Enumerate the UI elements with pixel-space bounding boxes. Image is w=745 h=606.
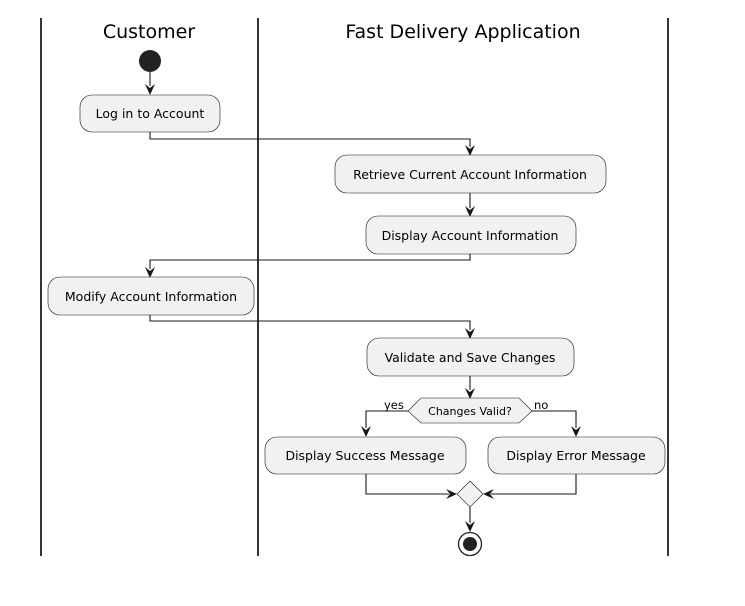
lane-title-customer: Customer (103, 21, 195, 43)
flow-success-merge (365, 474, 449, 495)
activity-display-error-label: Display Error Message (506, 448, 646, 463)
arrowhead (465, 521, 475, 532)
flow-modify-validate (149, 315, 471, 330)
arrowhead (465, 328, 475, 339)
activity-modify-info-label: Modify Account Information (65, 289, 237, 304)
arrowhead (465, 145, 475, 156)
activity-validate-save-label: Validate and Save Changes (385, 350, 556, 365)
no-branch-label: no (534, 398, 548, 412)
flow-yes-branch (365, 410, 408, 428)
flow-no-branch (532, 410, 577, 428)
flow-error-merge (491, 474, 577, 495)
arrowhead (361, 426, 371, 437)
decision-label: Changes Valid? (428, 405, 512, 418)
activity-modify-info (47, 276, 255, 316)
arrowhead (483, 489, 494, 499)
yes-branch-label: yes (384, 398, 404, 412)
arrowhead (145, 84, 155, 95)
arrowhead (145, 267, 155, 278)
arrowhead (465, 388, 475, 399)
flow-display-modify (149, 254, 471, 269)
activity-retrieve-info-label: Retrieve Current Account Information (353, 167, 587, 182)
arrowhead (465, 206, 475, 217)
activity-display-info-label: Display Account Information (382, 228, 559, 243)
activity-display-success-label: Display Success Message (285, 448, 444, 463)
activity-log-in-label: Log in to Account (96, 106, 205, 121)
arrowhead (446, 489, 457, 499)
start-node (139, 50, 161, 72)
activity-display-info (365, 215, 577, 255)
flow-login-retrieve (149, 132, 471, 147)
arrowhead (571, 426, 581, 437)
end-node-core (463, 537, 477, 551)
merge-node (456, 480, 484, 508)
lane-title-application: Fast Delivery Application (345, 21, 580, 43)
